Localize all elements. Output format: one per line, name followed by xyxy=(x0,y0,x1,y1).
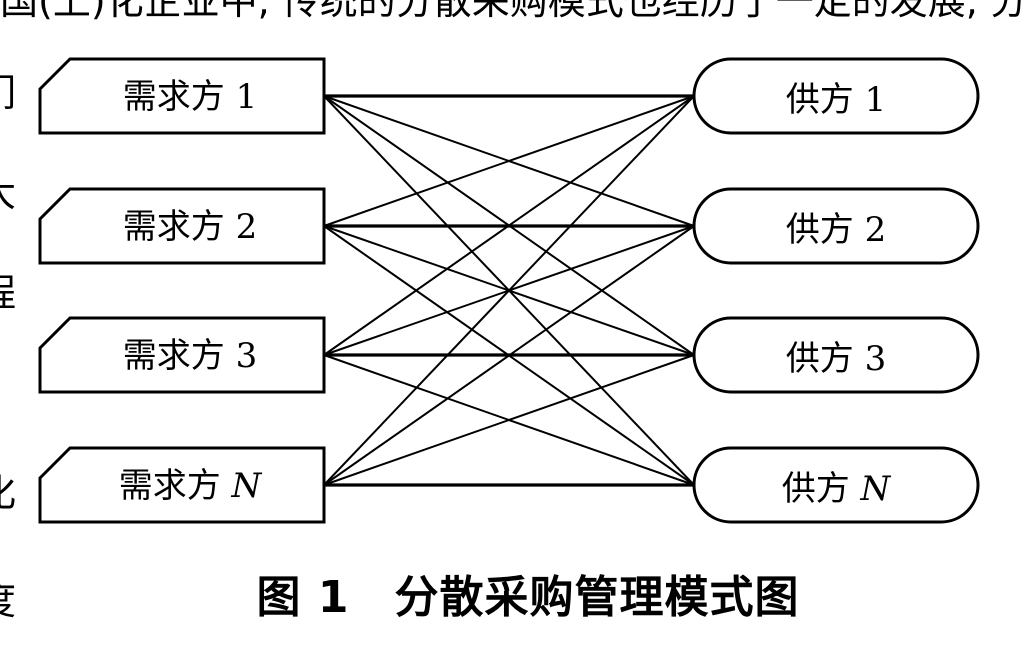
demand-node-shape xyxy=(38,316,326,394)
demand-node-label-text: 需求方 1 xyxy=(123,77,257,117)
demand-node-3: 需求方 3 xyxy=(38,316,326,394)
connection-lines xyxy=(323,94,695,487)
supply-node-label: 供方 N xyxy=(782,469,892,509)
left-body-text: 们大程化度 xyxy=(0,71,16,623)
link-demand-2-supply-1 xyxy=(323,95,695,227)
demand-node-label: 需求方 2 xyxy=(123,207,257,247)
demand-node-4: 需求方 N xyxy=(38,446,326,524)
supply-nodes: 供方 1 供方 2 供方 3 供方 N xyxy=(692,57,980,524)
supply-node-1: 供方 1 xyxy=(692,57,980,135)
supply-node-label: 供方 2 xyxy=(786,210,886,250)
demand-node-label: 需求方 3 xyxy=(123,336,257,376)
link-demand-3-supply-1 xyxy=(323,95,695,356)
left-body-glyph: 们 xyxy=(0,71,16,115)
demand-node-2: 需求方 2 xyxy=(38,187,326,265)
demand-node-shape xyxy=(38,187,326,265)
supply-node-shape xyxy=(692,187,980,265)
demand-node-shape xyxy=(38,57,326,135)
supply-node-2: 供方 2 xyxy=(692,187,980,265)
left-body-glyph: 大 xyxy=(0,171,16,215)
demand-node-1: 需求方 1 xyxy=(38,57,326,135)
supply-node-label-text: 供方 3 xyxy=(786,339,886,379)
demand-node-label: 需求方 N xyxy=(119,466,263,506)
demand-nodes: 需求方 1 需求方 2 需求方 3 需求方 N xyxy=(38,57,326,524)
demand-node-label-text: 需求方 3 xyxy=(123,336,257,376)
demand-node-label-suffix: N xyxy=(231,466,263,506)
supply-node-shape xyxy=(692,57,980,135)
left-body-glyph: 化 xyxy=(0,471,16,515)
supply-node-label-text: 供方 1 xyxy=(786,80,886,120)
top-body-text: 国(上)化企业中, 传统的分散采购模式也经历了一定的发展, 分散模式的采购管理模… xyxy=(0,0,1026,23)
supply-node-label-text: 供方 2 xyxy=(786,210,886,250)
link-demand-4-supply-2 xyxy=(323,225,695,486)
link-demand-4-supply-1 xyxy=(323,95,695,486)
supply-node-label: 供方 3 xyxy=(786,339,886,379)
left-body-glyph: 程 xyxy=(0,271,16,315)
left-body-glyph: 度 xyxy=(0,579,16,623)
link-demand-4-supply-3 xyxy=(323,354,695,486)
demand-node-label-text: 需求方 2 xyxy=(123,207,257,247)
demand-node-shape xyxy=(38,446,326,524)
demand-node-label: 需求方 1 xyxy=(123,77,257,117)
supply-node-shape xyxy=(692,446,980,524)
supply-node-shape xyxy=(692,316,980,394)
supply-node-label-suffix: N xyxy=(860,469,892,509)
supply-node-4: 供方 N xyxy=(692,446,980,524)
demand-node-label-text: 需求方 xyxy=(119,466,232,506)
supply-node-label-text: 供方 xyxy=(782,469,861,509)
figure-caption: 图 1 分散采购管理模式图 xyxy=(257,572,800,623)
supply-node-label: 供方 1 xyxy=(786,80,886,120)
supply-node-3: 供方 3 xyxy=(692,316,980,394)
